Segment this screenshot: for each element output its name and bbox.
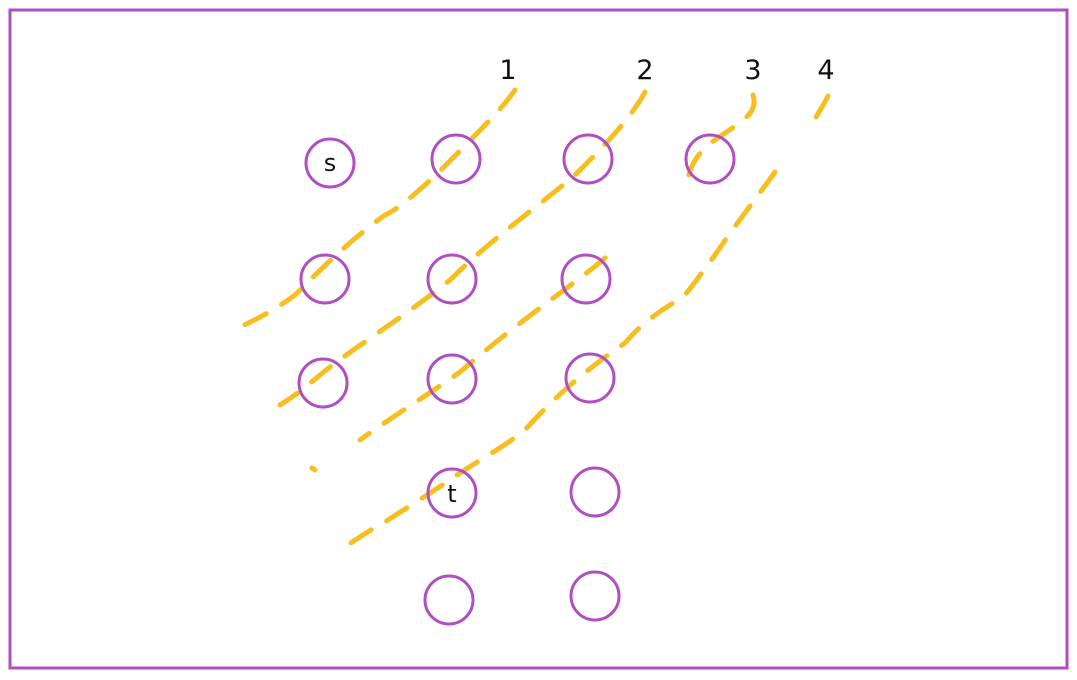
line-label-3: 3 xyxy=(744,55,761,86)
node-r3-c1[interactable] xyxy=(297,357,349,409)
graph-nodes xyxy=(297,133,736,626)
node-r3-c3[interactable] xyxy=(564,352,616,404)
dashed-line-1 xyxy=(237,87,518,330)
dashed-line-4 xyxy=(345,93,831,548)
node-r1-c4[interactable] xyxy=(684,133,736,185)
dashed-line-2 xyxy=(277,89,648,408)
node-r4-c3[interactable] xyxy=(569,466,621,518)
node-r2-c3[interactable] xyxy=(560,253,612,305)
node-r3-c2[interactable] xyxy=(426,353,478,405)
layer-lines xyxy=(237,87,831,548)
node-s[interactable] xyxy=(304,137,356,189)
node-r5-c2[interactable] xyxy=(423,574,475,626)
node-labels: s t xyxy=(324,149,457,508)
line-label-4: 4 xyxy=(817,55,834,86)
node-t[interactable] xyxy=(426,467,478,519)
line-label-1: 1 xyxy=(499,55,516,86)
node-label-s: s xyxy=(324,149,337,177)
line-labels: 1 2 3 4 xyxy=(499,55,834,86)
node-r5-c3[interactable] xyxy=(569,570,621,622)
dashed-line-3 xyxy=(309,92,757,473)
node-r1-c2[interactable] xyxy=(430,133,482,185)
diagram-frame xyxy=(8,8,1069,670)
node-r2-c1[interactable] xyxy=(299,253,351,305)
line-label-2: 2 xyxy=(636,55,653,86)
node-r1-c3[interactable] xyxy=(562,133,614,185)
node-r2-c2[interactable] xyxy=(426,253,478,305)
node-label-t: t xyxy=(447,480,456,508)
